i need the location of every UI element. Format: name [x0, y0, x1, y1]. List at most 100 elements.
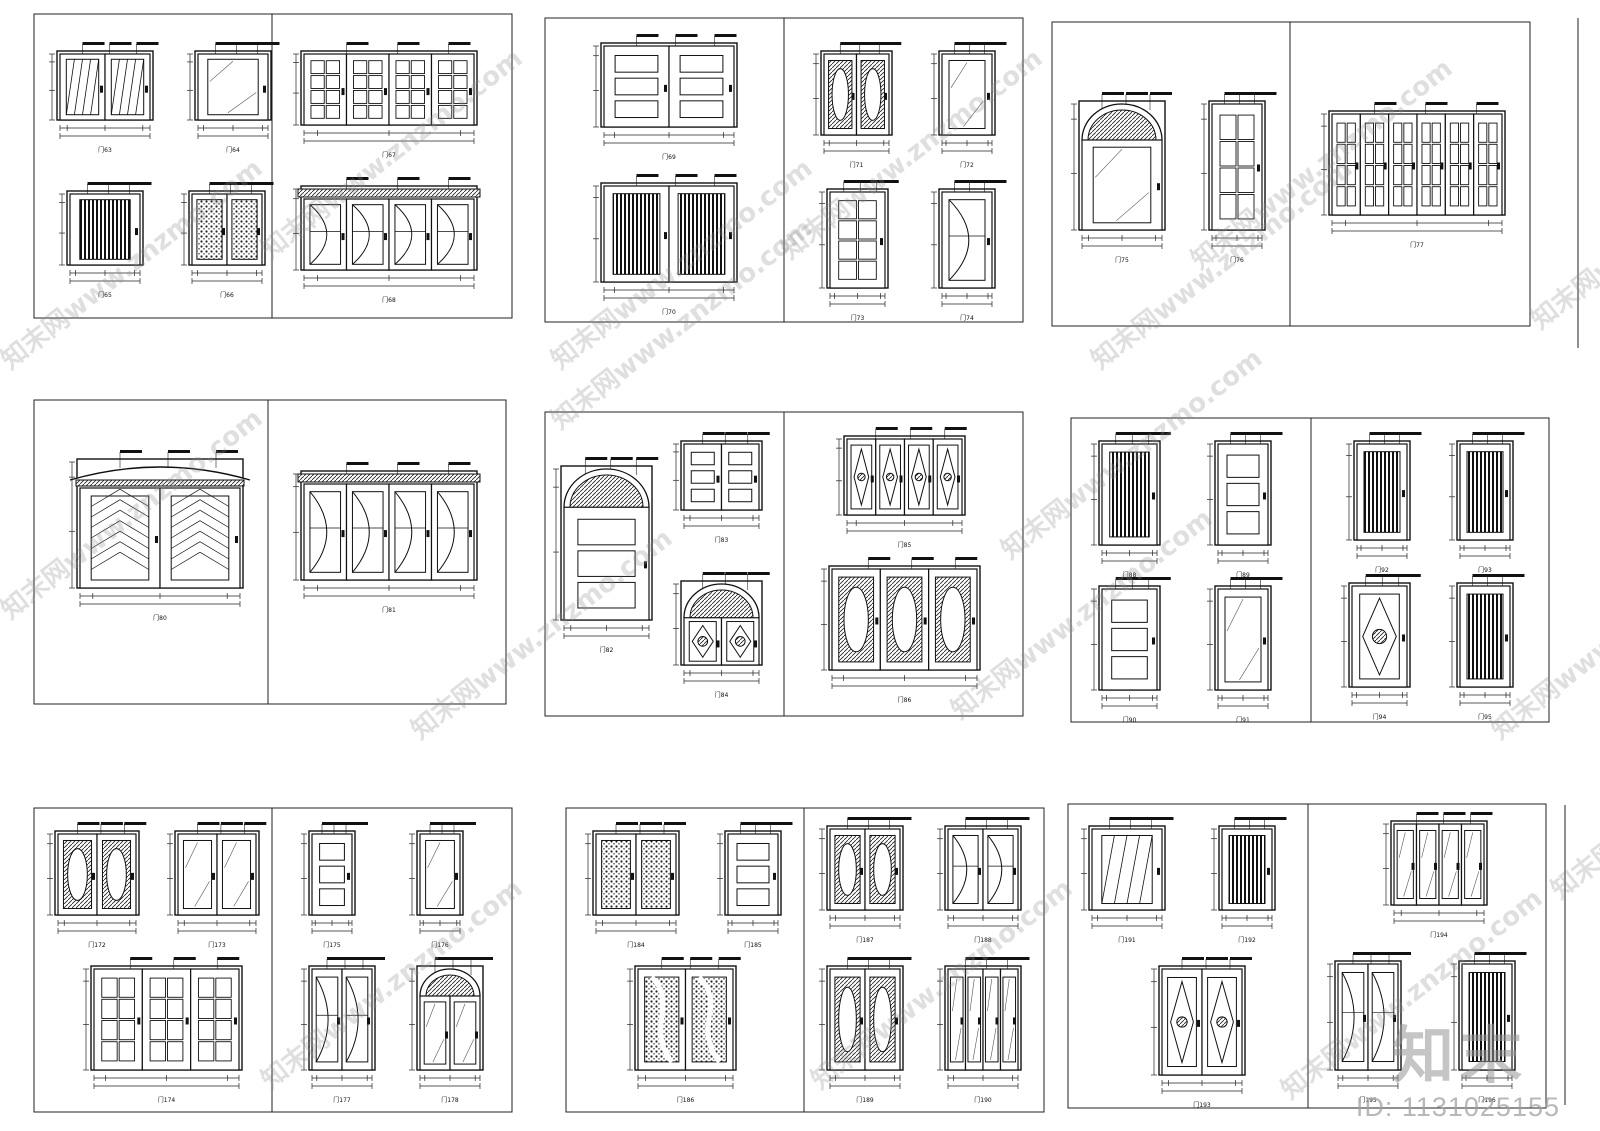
- sheet-panel: 门172 门173 门174: [47, 822, 267, 1104]
- door-elevation: 门80: [69, 450, 251, 622]
- sheet-panel: 门175 门176 门177 门178: [301, 822, 493, 1104]
- door-elevation: 门68: [293, 177, 481, 304]
- door-caption: 门64: [226, 146, 240, 154]
- sheet-panel: 门63 门64 门65 门66: [49, 42, 280, 299]
- door-elevation: 门67: [293, 42, 478, 159]
- door-elevation: 门196: [1451, 952, 1527, 1104]
- door-caption: 门91: [1236, 716, 1250, 724]
- door-elevation: 门195: [1327, 952, 1411, 1104]
- door-elevation: 门85: [836, 427, 967, 549]
- door-caption: 门195: [1359, 1096, 1377, 1104]
- drawing-sheet: 门69 门70 门71 门72 门73 门74: [544, 17, 1024, 323]
- door-caption: 门186: [677, 1096, 695, 1104]
- drawing-sheet: 门172 门173 门174 门175 门176 门177 门178: [33, 807, 513, 1113]
- door-caption: 门189: [856, 1096, 874, 1104]
- door-caption: 门185: [744, 941, 762, 949]
- door-elevation: 门95: [1449, 574, 1525, 721]
- door-elevation: 门74: [931, 180, 1007, 322]
- door-caption: 门71: [850, 161, 864, 169]
- drawing-sheet: 门80 门81: [33, 399, 507, 705]
- door-caption: 门77: [1410, 241, 1424, 249]
- door-elevation: 门70: [593, 174, 738, 316]
- door-caption: 门194: [1430, 931, 1448, 939]
- door-elevation: 门176: [409, 822, 476, 949]
- door-elevation: 门83: [673, 432, 770, 544]
- door-caption: 门190: [974, 1096, 992, 1104]
- sheet-panel: 门187 门188 门189 门190: [819, 817, 1030, 1104]
- door-elevation: 门89: [1207, 432, 1283, 579]
- door-elevation: 门188: [937, 817, 1030, 944]
- door-caption: 门65: [98, 291, 112, 299]
- door-caption: 门75: [1115, 256, 1129, 264]
- door-caption: 门72: [960, 161, 974, 169]
- drawing-sheet: 门88 门89 门90 门91 门92 门93 门94 门95: [1070, 417, 1550, 724]
- door-elevation: 门63: [49, 42, 159, 154]
- sheet-panel: 门88 门89 门90 门91: [1091, 432, 1283, 724]
- door-caption: 门66: [220, 291, 234, 299]
- door-elevation: 门81: [293, 462, 481, 614]
- door-elevation: 门92: [1346, 432, 1422, 574]
- door-elevation: 门84: [673, 572, 770, 699]
- door-caption: 门94: [1373, 713, 1387, 721]
- door-caption: 门85: [898, 541, 912, 549]
- door-elevation: 门69: [593, 34, 738, 161]
- image-id-label: ID: 1131025155: [1355, 1092, 1560, 1122]
- door-caption: 门196: [1478, 1096, 1496, 1104]
- door-caption: 门92: [1375, 566, 1389, 574]
- door-caption: 门93: [1478, 566, 1492, 574]
- door-elevation: 门65: [59, 182, 152, 299]
- door-elevation: 门187: [819, 817, 912, 944]
- door-caption: 门80: [153, 614, 167, 622]
- door-caption: 门178: [441, 1096, 459, 1104]
- door-elevation: 门91: [1207, 577, 1283, 724]
- door-caption: 门68: [382, 296, 396, 304]
- drawing-sheet: 门184 门185 门186 门187 门188 门189 门190: [565, 807, 1045, 1113]
- door-elevation: 门194: [1383, 812, 1493, 939]
- door-caption: 门82: [600, 646, 614, 654]
- door-elevation: 门177: [301, 957, 385, 1104]
- door-caption: 门90: [1123, 716, 1137, 724]
- door-caption: 门192: [1238, 936, 1256, 944]
- sheet-panel: 门80: [69, 450, 251, 622]
- door-caption: 门184: [627, 941, 645, 949]
- door-caption: 门69: [662, 153, 676, 161]
- sheet-panel: 门69 门70: [593, 34, 738, 316]
- door-caption: 门73: [851, 314, 865, 322]
- door-caption: 门174: [158, 1096, 176, 1104]
- door-elevation: 门186: [627, 957, 741, 1104]
- door-elevation: 门174: [83, 957, 243, 1104]
- door-caption: 门175: [323, 941, 341, 949]
- door-caption: 门95: [1478, 713, 1492, 721]
- door-elevation: 门184: [585, 822, 686, 949]
- door-elevation: 门82: [553, 457, 659, 654]
- door-caption: 门67: [382, 151, 396, 159]
- door-elevation: 门77: [1321, 102, 1506, 249]
- watermark-text: 知末网www.znzmo.com: [1526, 113, 1600, 335]
- door-caption: 门177: [333, 1096, 351, 1104]
- brand-watermark-logo: 知末: [1391, 1019, 1528, 1092]
- door-caption: 门193: [1193, 1101, 1211, 1109]
- sheet-panel: 门67 门68: [293, 42, 481, 304]
- sheet-panel: 门82 门83 门84: [553, 432, 770, 699]
- door-elevation: 门173: [167, 822, 267, 949]
- door-elevation: 门73: [819, 180, 899, 322]
- door-elevation: 门172: [47, 822, 147, 949]
- door-caption: 门188: [974, 936, 992, 944]
- door-elevation: 门185: [717, 822, 793, 949]
- door-caption: 门63: [98, 146, 112, 154]
- sheet-panel: 门71 门72 门73 门74: [813, 42, 1007, 322]
- door-caption: 门70: [662, 308, 676, 316]
- door-caption: 门176: [431, 941, 449, 949]
- door-elevation: 门93: [1449, 432, 1525, 574]
- watermark-text: 知末网www.znzmo.com: [1546, 683, 1600, 905]
- door-caption: 门74: [960, 314, 974, 322]
- door-elevation: 门94: [1341, 574, 1421, 721]
- door-caption: 门172: [88, 941, 106, 949]
- door-elevation: 门88: [1091, 432, 1171, 579]
- sheet-panel: 门194 门195 门196: [1327, 812, 1527, 1104]
